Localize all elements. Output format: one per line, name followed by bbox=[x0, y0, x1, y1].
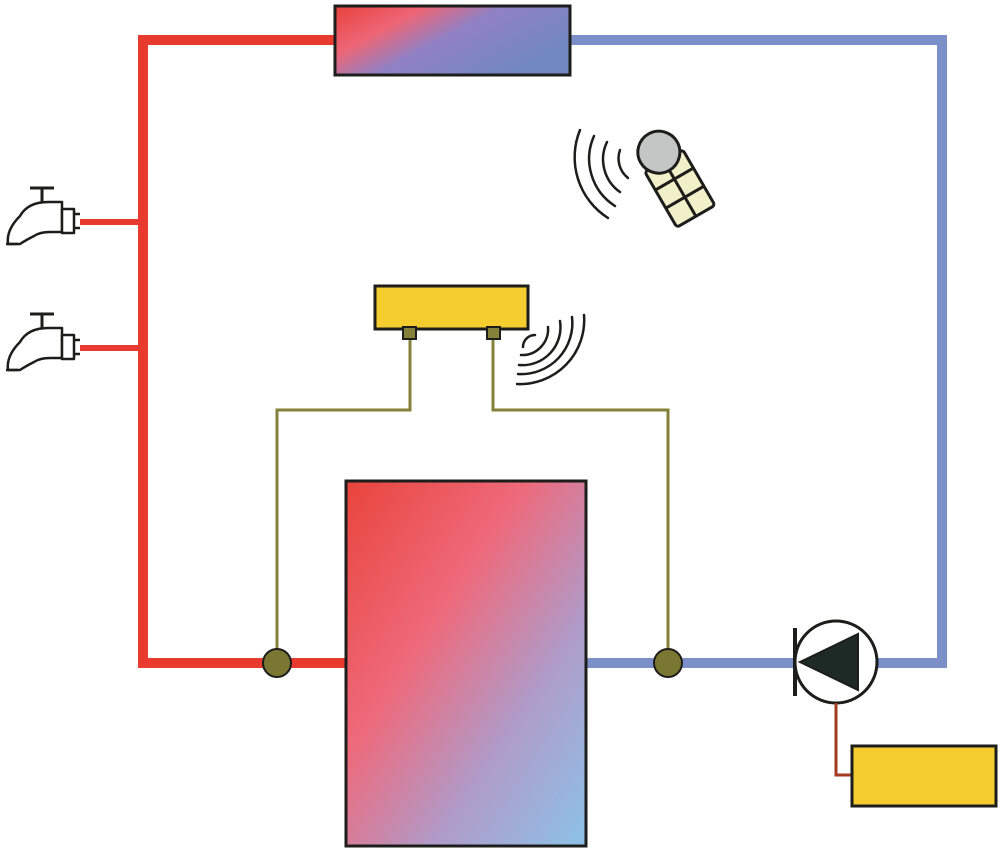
mobile-phone-icon bbox=[636, 129, 716, 228]
storage-tank bbox=[344, 479, 588, 848]
tap-icon-lower bbox=[6, 312, 80, 372]
cold-pipe-main bbox=[570, 35, 947, 668]
solar-collector bbox=[333, 4, 572, 77]
pump-control-box bbox=[850, 744, 998, 808]
hot-pipe-main bbox=[138, 35, 348, 668]
phone-signal-icon bbox=[573, 128, 630, 220]
sensor-wire-hot bbox=[275, 338, 412, 663]
sensor-node-hot bbox=[262, 648, 292, 678]
wireless-signal-icon bbox=[515, 313, 586, 386]
sensor-wire-cold bbox=[491, 338, 670, 663]
tap-icon-upper bbox=[6, 186, 80, 246]
pump-icon bbox=[793, 619, 879, 705]
controller-unit bbox=[373, 284, 530, 331]
controller-terminal-right bbox=[486, 326, 501, 340]
pump-control-lead bbox=[834, 703, 853, 777]
controller-terminal-left bbox=[402, 326, 417, 340]
sensor-node-cold bbox=[653, 648, 683, 678]
